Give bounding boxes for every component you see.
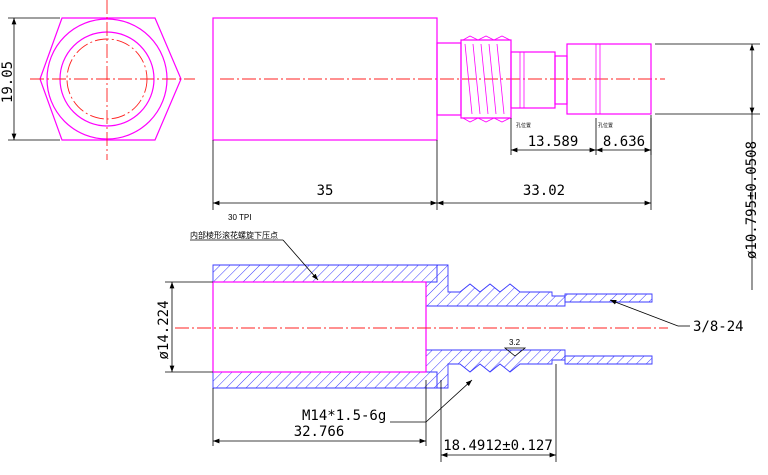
pipe-thread-callout: 3/8-24 xyxy=(609,299,744,335)
section-view xyxy=(175,264,668,389)
section-upper-wall xyxy=(212,264,438,283)
side-shaft xyxy=(510,51,556,109)
section-thread-lower xyxy=(425,349,566,389)
side-fitting xyxy=(566,43,652,115)
section-bore xyxy=(212,281,427,373)
label-10-795: ø10.795±0.0508 xyxy=(744,141,760,259)
roughness-symbol: 3.2 xyxy=(503,338,527,357)
label-33-02: 33.02 xyxy=(523,183,565,199)
hole-tag-b: 孔位置 xyxy=(598,122,613,129)
hex-outline xyxy=(39,17,182,141)
dim-8-636: 8.636 xyxy=(596,134,651,153)
label-3-8-24: 3/8-24 xyxy=(693,319,744,335)
label-35: 35 xyxy=(317,183,334,199)
side-view: 孔位置 孔位置 xyxy=(212,17,665,141)
label-18-4912: 18.4912±0.127 xyxy=(443,438,553,454)
dim-35: 35 xyxy=(212,115,652,210)
label-19-05: 19.05 xyxy=(0,61,16,103)
dim-33-02: 33.02 xyxy=(437,183,651,206)
note-knurl: 内部棱形滚花螺旋下压点 xyxy=(190,230,278,240)
dim-10-795: ø10.795±0.0508 xyxy=(655,43,760,290)
side-collar xyxy=(554,55,568,105)
dim-18-4912: 18.4912±0.127 xyxy=(440,364,557,462)
dim-14-224: ø14.224 xyxy=(156,281,213,373)
label-32-766: 32.766 xyxy=(294,424,345,440)
section-lower-wall xyxy=(212,371,438,389)
label-m14: M14*1.5-6g xyxy=(302,408,386,424)
hole-tag-a: 孔位置 xyxy=(516,122,531,129)
dim-19-05: 19.05 xyxy=(0,17,60,141)
hex-end-view xyxy=(30,0,195,160)
section-fitting-lower xyxy=(564,355,653,365)
thread-callout: M14*1.5-6g xyxy=(302,379,473,424)
note-leader xyxy=(282,239,319,281)
label-roughness: 3.2 xyxy=(509,338,521,347)
section-fitting-upper xyxy=(564,293,653,303)
label-14-224: ø14.224 xyxy=(156,300,172,359)
note-tpi: 30 TPI xyxy=(228,213,251,222)
label-8-636: 8.636 xyxy=(603,134,645,150)
dim-32-766: 32.766 xyxy=(212,380,427,446)
label-13-589: 13.589 xyxy=(528,134,579,150)
section-thread-upper xyxy=(425,264,566,307)
